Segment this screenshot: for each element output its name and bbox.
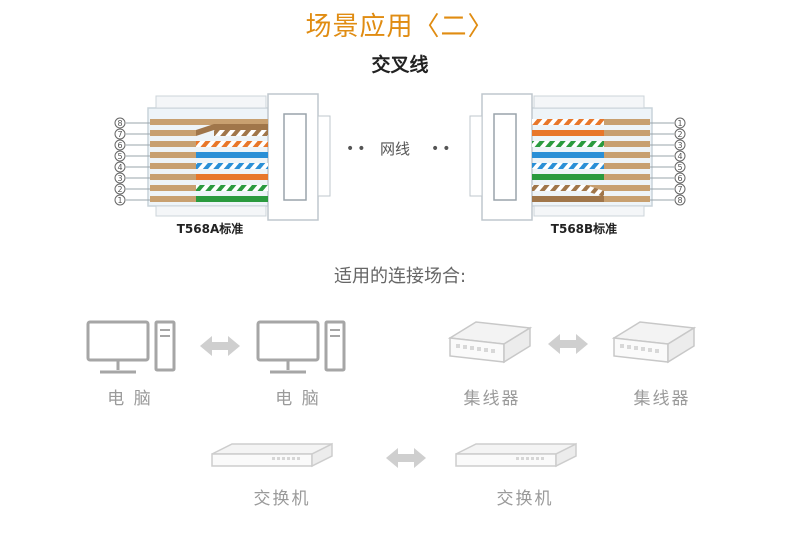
cable-label: 网线 xyxy=(380,140,411,158)
right-pin-2: 2 xyxy=(677,130,682,139)
left-wire-8-tan xyxy=(150,119,268,125)
switch-double-arrow-icon xyxy=(386,448,426,468)
right-pin-7: 7 xyxy=(677,185,682,194)
switch-right-label: 交换机 xyxy=(496,489,554,509)
dots-right: •• xyxy=(431,141,454,157)
left-wire-1-green xyxy=(196,196,268,202)
left-connector-clip xyxy=(317,115,331,197)
right-rj45-connector: 1 2 3 4 5 6 7 8 xyxy=(469,93,686,221)
switch-left-label: 交换机 xyxy=(253,489,311,509)
dots-left: •• xyxy=(346,141,369,157)
hub-double-arrow-icon xyxy=(548,334,588,354)
left-rj45-connector: 8 7 6 5 4 3 2 1 xyxy=(114,93,331,221)
left-pin-6: 6 xyxy=(117,141,122,150)
left-wire-4-blue-stripe xyxy=(196,163,268,169)
left-wire-2-green-stripe xyxy=(196,185,268,191)
right-pin-numbers: 1 2 3 4 5 6 7 8 xyxy=(650,117,686,206)
left-pin-3: 3 xyxy=(117,174,122,183)
pc-left-icon xyxy=(86,320,176,374)
right-pin-5: 5 xyxy=(677,163,682,172)
right-wire-2-orange xyxy=(532,130,604,136)
diagram-subtitle: 交叉线 xyxy=(371,54,429,76)
pc-right-icon xyxy=(256,320,346,374)
left-connector-bottom xyxy=(155,205,267,217)
left-pin-numbers: 8 7 6 5 4 3 2 1 xyxy=(114,117,150,206)
pc-double-arrow-icon xyxy=(200,336,240,356)
right-wire-1-orange-stripe xyxy=(532,119,604,125)
left-pin-4: 4 xyxy=(117,163,122,172)
left-pin-8: 8 xyxy=(117,119,122,128)
hub-right-label: 集线器 xyxy=(633,389,691,409)
right-connector-caption: T568B标准 xyxy=(550,222,618,236)
right-pin-4: 4 xyxy=(677,152,682,161)
right-pin-3: 3 xyxy=(677,141,682,150)
left-pin-1: 1 xyxy=(117,196,122,205)
switch-right-icon xyxy=(455,442,577,468)
right-pin-6: 6 xyxy=(677,174,682,183)
right-wire-5-blue-stripe xyxy=(532,163,604,169)
left-wire-3-orange xyxy=(196,174,268,180)
pc-right-label: 电 脑 xyxy=(275,389,321,409)
hub-right-icon xyxy=(611,321,697,364)
right-pin-1: 1 xyxy=(677,119,682,128)
left-wires xyxy=(150,119,268,202)
right-wire-4-blue xyxy=(532,152,604,158)
right-connector-clip xyxy=(469,115,483,197)
right-wires xyxy=(532,119,650,202)
hub-left-label: 集线器 xyxy=(463,389,521,409)
switch-left-icon xyxy=(211,442,333,468)
pc-left-label: 电 脑 xyxy=(107,389,153,409)
left-pin-2: 2 xyxy=(117,185,122,194)
right-wire-3-green-stripe xyxy=(532,141,604,147)
left-pin-5: 5 xyxy=(117,152,122,161)
left-connector-latch xyxy=(283,113,307,201)
left-pin-7: 7 xyxy=(117,130,122,139)
usage-title: 适用的连接场合: xyxy=(333,266,467,287)
right-wire-7-brown-stripe xyxy=(532,185,604,197)
right-pin-8: 8 xyxy=(677,196,682,205)
left-wire-6-orange-stripe xyxy=(196,141,268,147)
right-connector-latch xyxy=(493,113,517,201)
left-connector-top xyxy=(155,95,267,109)
right-wire-8-brown xyxy=(532,196,604,202)
right-connector-boot xyxy=(481,93,533,221)
right-wire-6-green xyxy=(532,174,604,180)
left-connector-boot xyxy=(267,93,319,221)
page-title: 场景应用〈二〉 xyxy=(305,12,495,42)
left-connector-caption: T568A标准 xyxy=(176,222,244,236)
hub-left-icon xyxy=(447,321,533,364)
left-wire-5-blue xyxy=(196,152,268,158)
